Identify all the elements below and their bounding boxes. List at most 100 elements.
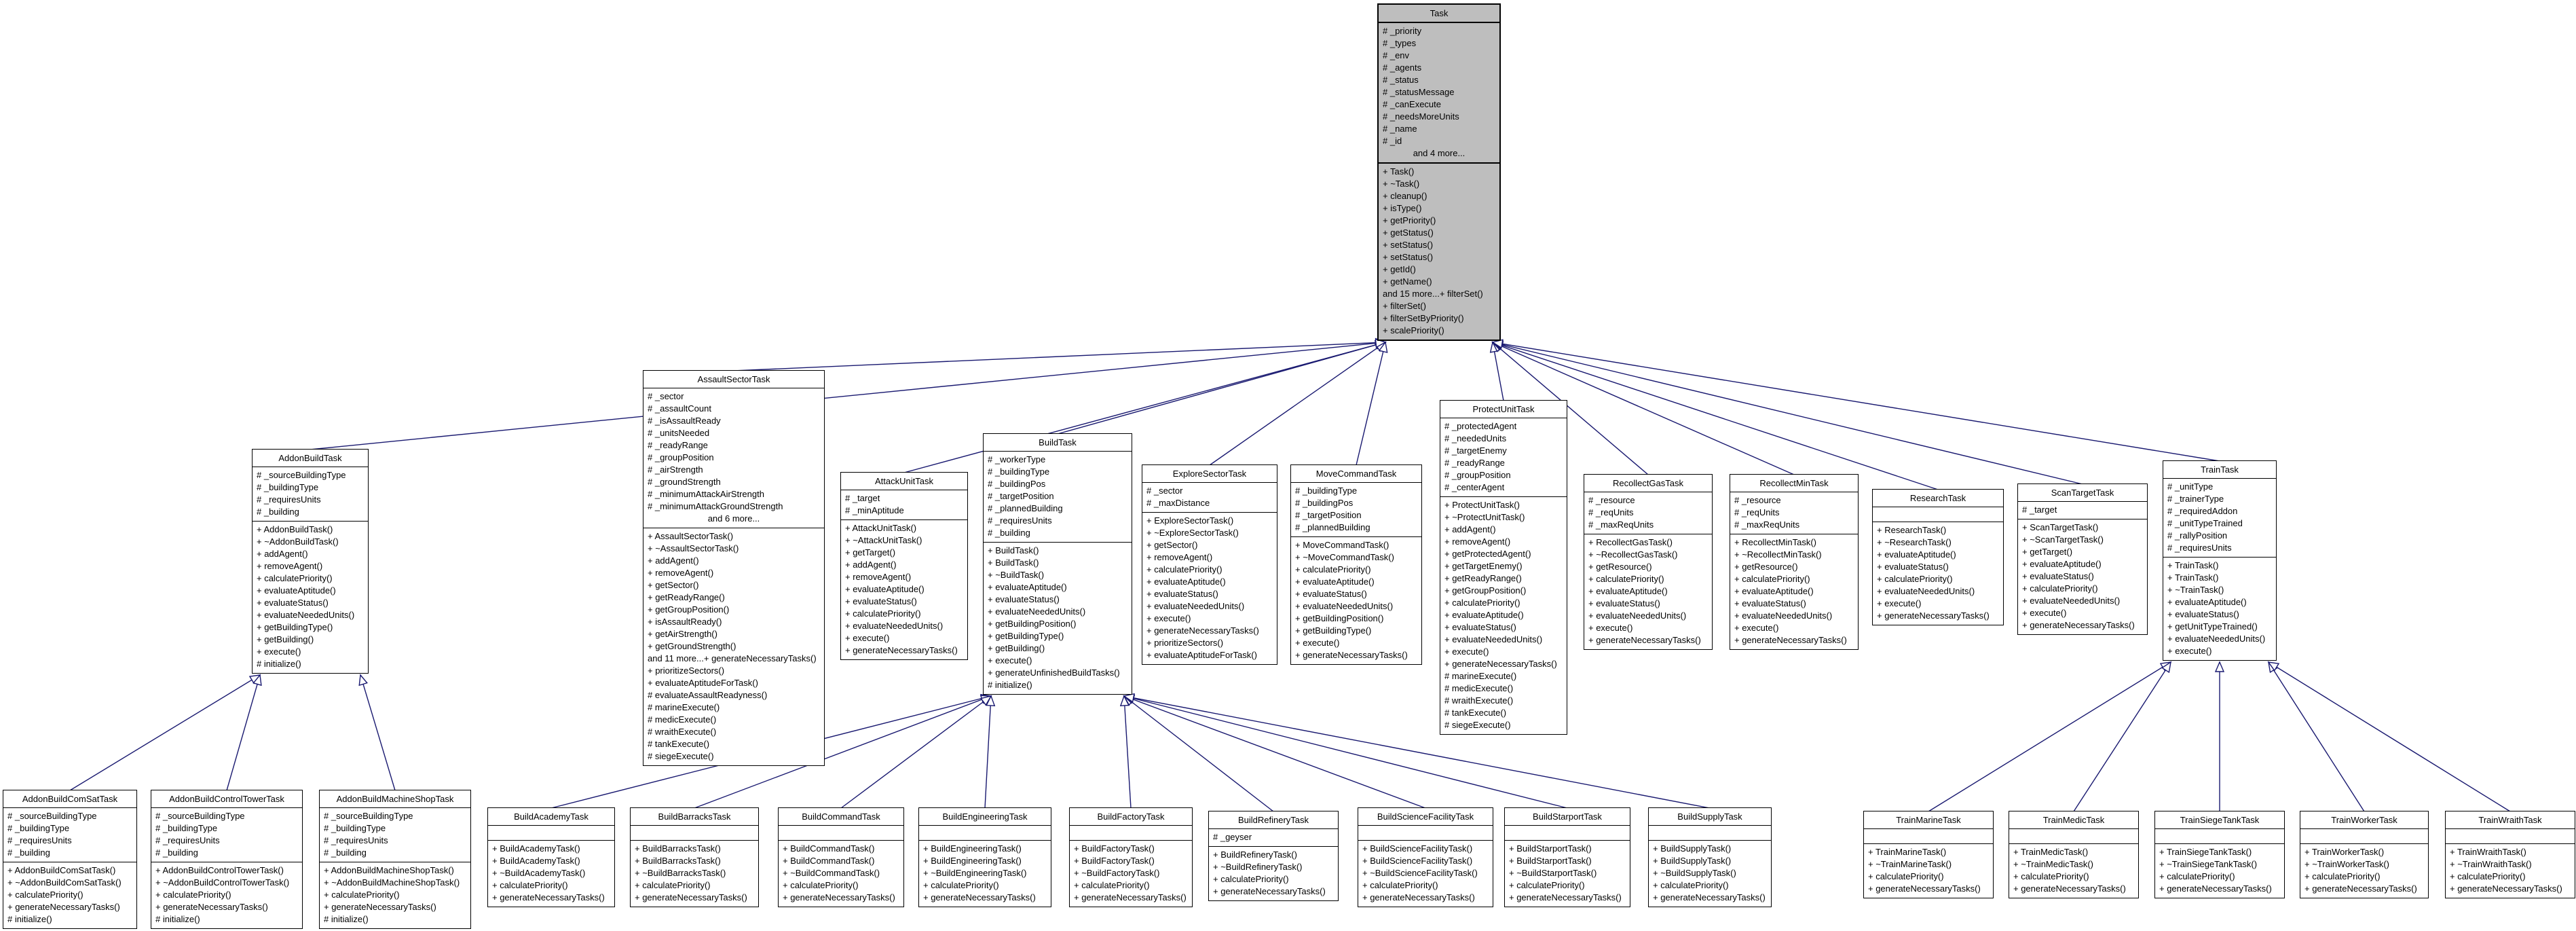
class-box-addonbuild[interactable]: AddonBuildTask# _sourceBuildingType# _bu… (252, 449, 369, 674)
class-method-item: + evaluateStatus() (988, 594, 1060, 604)
class-box-trainsiegetank[interactable]: TrainSiegeTankTask+ TrainSiegeTankTask()… (2154, 811, 2285, 898)
class-box-movecommand[interactable]: MoveCommandTask# _buildingType# _buildin… (1290, 464, 1422, 665)
inheritance-edge-research-to-task (1493, 342, 1939, 490)
class-box-buildrefinery[interactable]: BuildRefineryTask# _geyser+ BuildRefiner… (1208, 811, 1339, 901)
class-title[interactable]: ExploreSectorTask (1142, 465, 1277, 483)
class-title[interactable]: BuildRefineryTask (1209, 811, 1338, 829)
class-box-buildbarracks[interactable]: BuildBarracksTask+ BuildBarracksTask()+ … (630, 807, 759, 907)
class-attributes-section: # _sector# _maxDistance (1142, 483, 1277, 513)
class-box-buildstarport[interactable]: BuildStarportTask+ BuildStarportTask()+ … (1504, 807, 1630, 907)
class-method-item: + calculatePriority() (257, 573, 333, 583)
class-title[interactable]: ProtectUnitTask (1440, 401, 1567, 418)
class-attribute-item: # _minAptitude (845, 505, 904, 515)
class-attribute-item: # _isAssaultReady (648, 416, 721, 426)
class-box-recollectmin[interactable]: RecollectMinTask# _resource# _reqUnits# … (1730, 474, 1859, 650)
class-method-item: + removeAgent() (845, 572, 912, 582)
class-title[interactable]: AddonBuildMachineShopTask (320, 790, 470, 808)
class-box-trainworker[interactable]: TrainWorkerTask+ TrainWorkerTask()+ ~Tra… (2300, 811, 2429, 898)
class-method-item: # siegeExecute() (1444, 720, 1511, 730)
class-method-item: + evaluateAptitude() (1295, 577, 1375, 587)
class-method-item: + ~BuildTask() (988, 570, 1045, 580)
class-box-assaultsector[interactable]: AssaultSectorTask# _sector# _assaultCoun… (643, 370, 825, 766)
class-title[interactable]: RecollectMinTask (1730, 475, 1858, 492)
class-box-buildsciencefacility[interactable]: BuildScienceFacilityTask+ BuildScienceFa… (1358, 807, 1493, 907)
class-method-item: + evaluateNeededUnits() (1588, 610, 1687, 621)
class-title[interactable]: Task (1379, 5, 1499, 23)
class-method-item: + ~ScanTargetTask() (2022, 534, 2104, 545)
class-method-item: + calculatePriority() (7, 890, 83, 900)
class-title[interactable]: TrainMarineTask (1864, 811, 1993, 829)
class-method-item: + filterSetByPriority() (1383, 313, 1464, 323)
class-attribute-item: # _targetPosition (1295, 510, 1362, 520)
class-title[interactable]: ScanTargetTask (2018, 484, 2147, 502)
inheritance-edge-recollectgas-to-task (1493, 342, 1649, 475)
class-attribute-item: # _agents (1383, 62, 1422, 73)
class-title[interactable]: AddonBuildComSatTask (3, 790, 136, 808)
class-box-trainwraith[interactable]: TrainWraithTask+ TrainWraithTask()+ ~Tra… (2445, 811, 2575, 898)
class-title[interactable]: BuildSupplyTask (1649, 808, 1771, 826)
class-title[interactable]: TrainMedicTask (2009, 811, 2138, 829)
class-title[interactable]: TrainWorkerTask (2300, 811, 2428, 829)
class-title[interactable]: BuildScienceFacilityTask (1358, 808, 1493, 826)
class-box-buildcommand[interactable]: BuildCommandTask+ BuildCommandTask()+ Bu… (778, 807, 904, 907)
class-box-scantarget[interactable]: ScanTargetTask# _target+ ScanTargetTask(… (2017, 483, 2148, 635)
class-box-research[interactable]: ResearchTask+ ResearchTask()+ ~ResearchT… (1872, 489, 2004, 625)
class-box-build[interactable]: BuildTask# _workerType# _buildingType# _… (983, 433, 1132, 695)
class-title[interactable]: BuildCommandTask (779, 808, 903, 826)
class-method-item: + evaluateNeededUnits() (1734, 610, 1833, 621)
class-title[interactable]: MoveCommandTask (1291, 465, 1421, 483)
class-method-item: + getSector() (1146, 540, 1198, 550)
class-title[interactable]: AddonBuildTask (253, 450, 368, 467)
class-method-item: + ~TrainTask() (2167, 585, 2224, 595)
class-method-item: + calculatePriority() (155, 890, 231, 900)
class-box-buildengineering[interactable]: BuildEngineeringTask+ BuildEngineeringTa… (918, 807, 1051, 907)
class-box-attackunit[interactable]: AttackUnitTask# _target# _minAptitude+ A… (840, 472, 968, 660)
class-box-recollectgas[interactable]: RecollectGasTask# _resource# _reqUnits# … (1584, 474, 1713, 650)
class-method-item: # siegeExecute() (648, 751, 714, 761)
class-title[interactable]: BuildAcademyTask (488, 808, 614, 826)
class-method-item: + scalePriority() (1383, 325, 1444, 335)
class-method-item: + calculatePriority() (1868, 871, 1944, 881)
class-attribute-item: # _maxDistance (1146, 498, 1210, 508)
class-title[interactable]: AddonBuildControlTowerTask (151, 790, 302, 808)
class-method-item: + getProtectedAgent() (1444, 549, 1531, 559)
class-box-addonbuildcomsat[interactable]: AddonBuildComSatTask# _sourceBuildingTyp… (3, 790, 137, 929)
class-attribute-item: # _buildingType (1295, 486, 1358, 496)
class-attributes-section (2446, 829, 2575, 844)
class-box-addonbuildcontroltower[interactable]: AddonBuildControlTowerTask# _sourceBuild… (151, 790, 303, 929)
class-box-addonbuildmachineshop[interactable]: AddonBuildMachineShopTask# _sourceBuildi… (319, 790, 471, 929)
class-title[interactable]: BuildBarracksTask (631, 808, 758, 826)
class-box-trainmedic[interactable]: TrainMedicTask+ TrainMedicTask()+ ~Train… (2009, 811, 2139, 898)
class-attribute-item: # _readyRange (648, 440, 708, 450)
class-title[interactable]: BuildTask (984, 434, 1132, 452)
class-method-item: # tankExecute() (1444, 708, 1507, 718)
class-box-buildacademy[interactable]: BuildAcademyTask+ BuildAcademyTask()+ Bu… (487, 807, 615, 907)
class-methods-section: + RecollectGasTask()+ ~RecollectGasTask(… (1584, 534, 1712, 649)
class-method-item: + calculatePriority() (2304, 871, 2381, 881)
class-box-buildfactory[interactable]: BuildFactoryTask+ BuildFactoryTask()+ Bu… (1069, 807, 1193, 907)
class-box-train[interactable]: TrainTask# _unitType# _trainerType# _req… (2163, 460, 2277, 661)
class-title[interactable]: AssaultSectorTask (643, 371, 824, 388)
class-title[interactable]: ResearchTask (1873, 490, 2003, 507)
class-title[interactable]: RecollectGasTask (1584, 475, 1712, 492)
class-box-buildsupply[interactable]: BuildSupplyTask + BuildSupplyTask()+ Buil… (1648, 807, 1772, 907)
class-attribute-item: # _maxReqUnits (1588, 519, 1654, 530)
class-title[interactable]: AttackUnitTask (841, 473, 967, 490)
class-method-item: + getGroundStrength() (648, 641, 736, 651)
class-method-item: + TrainMarineTask() (1868, 847, 1947, 857)
class-title[interactable]: TrainSiegeTankTask (2155, 811, 2284, 829)
class-methods-section: + BuildSupplyTask()+ BuildSupplyTask()+ … (1649, 841, 1771, 907)
class-box-trainmarine[interactable]: TrainMarineTask+ TrainMarineTask()+ ~Tra… (1863, 811, 1994, 898)
class-box-exploresector[interactable]: ExploreSectorTask# _sector# _maxDistance… (1142, 464, 1277, 665)
class-title[interactable]: TrainWraithTask (2446, 811, 2575, 829)
class-method-item: + execute() (2022, 608, 2067, 618)
class-title[interactable]: BuildEngineeringTask (919, 808, 1051, 826)
class-box-protectunit[interactable]: ProtectUnitTask# _protectedAgent# _neede… (1440, 400, 1567, 735)
class-method-item: + getGroupPosition() (648, 604, 730, 615)
class-method-item: + TrainMedicTask() (2013, 847, 2089, 857)
class-title[interactable]: BuildFactoryTask (1070, 808, 1192, 826)
class-title[interactable]: BuildStarportTask (1505, 808, 1630, 826)
class-box-task[interactable]: Task# _priority# _types# _env# _agents# … (1377, 3, 1501, 341)
class-method-item: + filterSet() (1383, 301, 1426, 311)
class-title[interactable]: TrainTask (2163, 461, 2276, 479)
